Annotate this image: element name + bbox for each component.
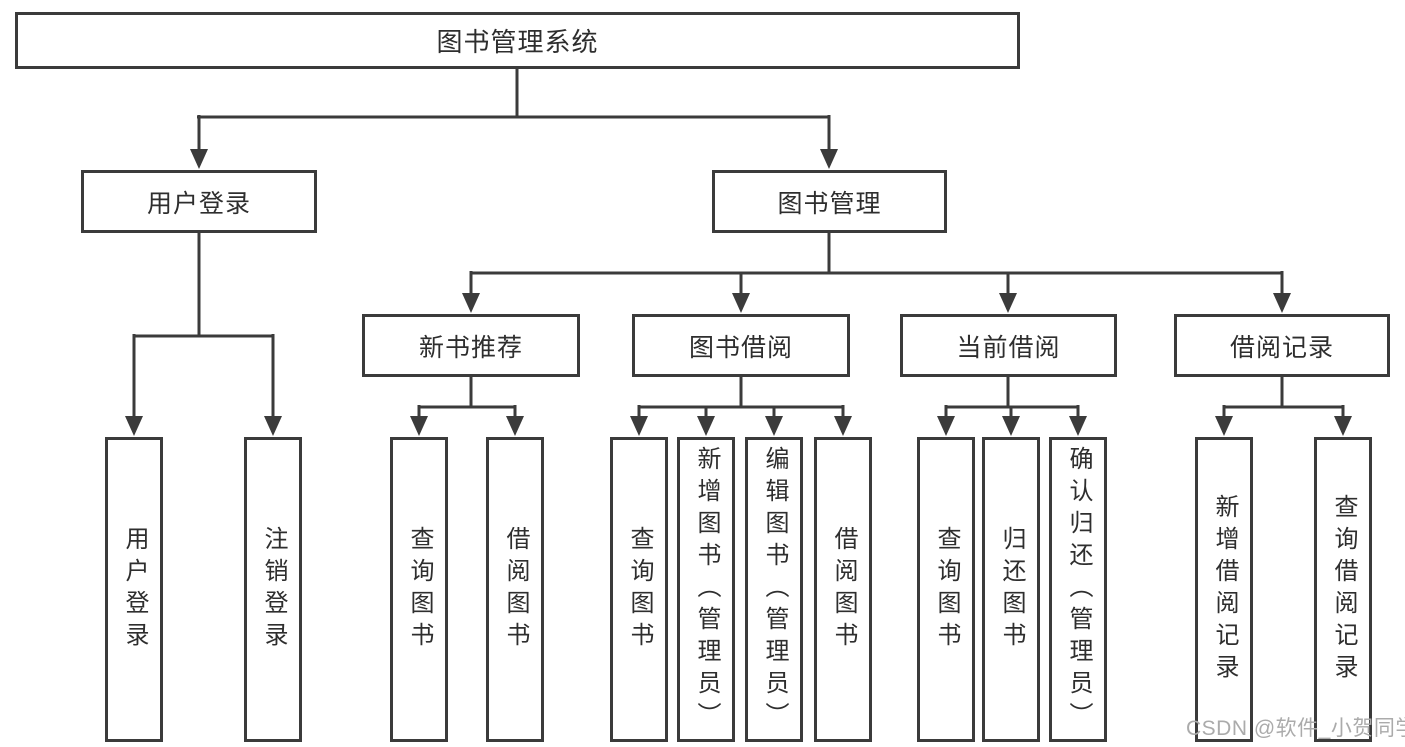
node-label: 图书借阅 xyxy=(688,333,793,362)
node-user-login-group: 用户登录 xyxy=(81,170,317,233)
leaf-add-books-admin: 新增图书（管理员） xyxy=(677,437,735,742)
leaf-query-books-borrowing: 查询图书 xyxy=(610,437,668,742)
node-book-borrowing: 图书借阅 xyxy=(632,314,850,377)
node-label: 归还图书 xyxy=(998,525,1025,654)
node-label: 借阅图书 xyxy=(830,525,857,654)
leaf-confirm-return-admin: 确认归还（管理员） xyxy=(1049,437,1107,742)
leaf-add-borrow-record: 新增借阅记录 xyxy=(1195,437,1253,742)
node-label: 借阅图书 xyxy=(502,525,529,654)
leaf-query-books-recommend: 查询图书 xyxy=(390,437,448,742)
node-label: 图书管理 xyxy=(777,189,882,218)
node-current-borrowing: 当前借阅 xyxy=(900,314,1117,377)
leaf-query-borrow-record: 查询借阅记录 xyxy=(1314,437,1372,742)
node-label: 查询图书 xyxy=(933,525,960,654)
node-label: 用户登录 xyxy=(121,525,148,654)
node-new-book-recommendation: 新书推荐 xyxy=(362,314,580,377)
csdn-watermark: CSDN @软件_小贺同学 xyxy=(1186,717,1405,740)
node-label: 用户登录 xyxy=(146,189,251,218)
node-label: 图书管理系统 xyxy=(436,27,599,57)
node-label: 注销登录 xyxy=(260,525,287,654)
node-library-management-system: 图书管理系统 xyxy=(15,12,1020,69)
node-label: 当前借阅 xyxy=(956,333,1061,362)
leaf-logout: 注销登录 xyxy=(244,437,302,742)
node-label: 新书推荐 xyxy=(418,333,523,362)
node-label: 新增借阅记录 xyxy=(1211,493,1238,686)
node-label: 编辑图书（管理员） xyxy=(761,445,788,734)
node-label: 查询借阅记录 xyxy=(1330,493,1357,686)
arrowheads xyxy=(125,149,1352,436)
node-borrowing-records: 借阅记录 xyxy=(1174,314,1390,377)
node-label: 确认归还（管理员） xyxy=(1065,445,1092,734)
node-label: 查询图书 xyxy=(406,525,433,654)
leaf-borrow-books-recommend: 借阅图书 xyxy=(486,437,544,742)
node-book-management: 图书管理 xyxy=(712,170,947,233)
leaf-borrow-books: 借阅图书 xyxy=(814,437,872,742)
node-label: 查询图书 xyxy=(626,525,653,654)
node-label: 借阅记录 xyxy=(1229,333,1334,362)
leaf-edit-books-admin: 编辑图书（管理员） xyxy=(745,437,803,742)
node-label: 新增图书（管理员） xyxy=(693,445,720,734)
leaf-query-books-current: 查询图书 xyxy=(917,437,975,742)
leaf-return-books: 归还图书 xyxy=(982,437,1040,742)
leaf-user-login: 用户登录 xyxy=(105,437,163,742)
